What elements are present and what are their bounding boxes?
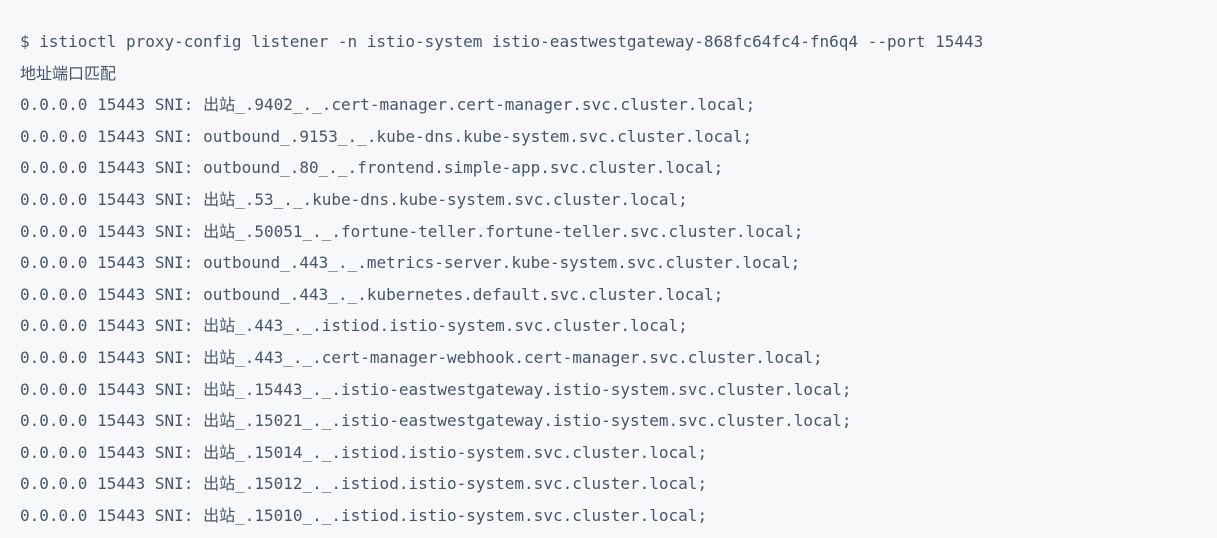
command-text: $ istioctl proxy-config listener -n isti… xyxy=(20,32,984,51)
sni-label: SNI: xyxy=(154,474,194,494)
listener-address: 0.0.0.0 xyxy=(20,347,88,367)
sni-value: outbound_.80_._.frontend.simple-app.svc.… xyxy=(203,158,724,178)
listener-row: 0.0.0.0 15443 SNI: outbound_.9153_._.kub… xyxy=(20,121,1197,153)
listener-address: 0.0.0.0 xyxy=(20,253,88,273)
sni-label: SNI: xyxy=(154,189,194,209)
listener-address: 0.0.0.0 xyxy=(20,158,88,178)
listener-row: 0.0.0.0 15443 SNI: 出站_.50051_._.fortune-… xyxy=(20,216,1197,248)
sni-label: SNI: xyxy=(154,347,194,367)
listener-port: 15443 xyxy=(97,474,146,494)
listener-address: 0.0.0.0 xyxy=(20,442,88,462)
sni-value: 出站_.15010_._.istiod.istio-system.svc.clu… xyxy=(203,505,708,525)
listener-row: 0.0.0.0 15443 SNI: 出站_.15012_._.istiod.i… xyxy=(20,468,1197,500)
listener-port: 15443 xyxy=(97,126,146,146)
listener-port: 15443 xyxy=(97,158,146,178)
listener-row: 0.0.0.0 15443 SNI: 出站_.15021_._.istio-ea… xyxy=(20,405,1197,437)
listener-row: 0.0.0.0 15443 SNI: outbound_.80_._.front… xyxy=(20,152,1197,184)
listener-row: 0.0.0.0 15443 SNI: 出站_.9402_._.cert-mana… xyxy=(20,89,1197,121)
listener-address: 0.0.0.0 xyxy=(20,221,88,241)
sni-value: outbound_.443_._.kubernetes.default.svc.… xyxy=(203,284,724,304)
sni-label: SNI: xyxy=(154,411,194,431)
listener-row: 0.0.0.0 15443 SNI: 出站_.443_._.istiod.ist… xyxy=(20,310,1197,342)
sni-label: SNI: xyxy=(154,158,194,178)
listener-port: 15443 xyxy=(97,316,146,336)
listener-port: 15443 xyxy=(97,442,146,462)
sni-value: outbound_.9153_._.kube-dns.kube-system.s… xyxy=(203,126,753,146)
listener-port: 15443 xyxy=(97,505,146,525)
listener-address: 0.0.0.0 xyxy=(20,474,88,494)
sni-label: SNI: xyxy=(154,221,194,241)
listener-address: 0.0.0.0 xyxy=(20,379,88,399)
listener-port: 15443 xyxy=(97,347,146,367)
sni-label: SNI: xyxy=(154,505,194,525)
listener-port: 15443 xyxy=(97,411,146,431)
listener-port: 15443 xyxy=(97,284,146,304)
sni-value: 出站_.15014_._.istiod.istio-system.svc.clu… xyxy=(203,442,708,462)
listener-port: 15443 xyxy=(97,95,146,115)
sni-label: SNI: xyxy=(154,126,194,146)
sni-value: 出站_.53_._.kube-dns.kube-system.svc.clust… xyxy=(203,189,688,209)
sni-label: SNI: xyxy=(154,442,194,462)
sni-label: SNI: xyxy=(154,253,194,273)
listener-port: 15443 xyxy=(97,189,146,209)
sni-value: 出站_.9402_._.cert-manager.cert-manager.sv… xyxy=(203,95,756,115)
listener-port: 15443 xyxy=(97,253,146,273)
command-line: $ istioctl proxy-config listener -n isti… xyxy=(20,26,1197,58)
column-header-text: 地址端口匹配 xyxy=(20,63,117,83)
sni-label: SNI: xyxy=(154,379,194,399)
sni-value: 出站_.15443_._.istio-eastwestgateway.istio… xyxy=(203,379,852,399)
listener-address: 0.0.0.0 xyxy=(20,189,88,209)
listener-address: 0.0.0.0 xyxy=(20,505,88,525)
listener-row: 0.0.0.0 15443 SNI: 出站_.443_._.cert-manag… xyxy=(20,342,1197,374)
listener-address: 0.0.0.0 xyxy=(20,316,88,336)
listener-address: 0.0.0.0 xyxy=(20,126,88,146)
sni-value: 出站_.443_._.cert-manager-webhook.cert-man… xyxy=(203,347,823,367)
listener-address: 0.0.0.0 xyxy=(20,95,88,115)
sni-value: 出站_.443_._.istiod.istio-system.svc.clust… xyxy=(203,316,688,336)
sni-value: 出站_.15012_._.istiod.istio-system.svc.clu… xyxy=(203,474,708,494)
listener-row: 0.0.0.0 15443 SNI: 出站_.15443_._.istio-ea… xyxy=(20,374,1197,406)
listener-row: 0.0.0.0 15443 SNI: outbound_.443_._.kube… xyxy=(20,279,1197,311)
listener-address: 0.0.0.0 xyxy=(20,411,88,431)
listener-row: 0.0.0.0 15443 SNI: 出站_.15010_._.istiod.i… xyxy=(20,500,1197,532)
listener-port: 15443 xyxy=(97,379,146,399)
sni-value: outbound_.443_._.metrics-server.kube-sys… xyxy=(203,253,801,273)
sni-label: SNI: xyxy=(154,284,194,304)
sni-value: 出站_.50051_._.fortune-teller.fortune-tell… xyxy=(203,221,804,241)
column-header-line: 地址端口匹配 xyxy=(20,58,1197,90)
listener-row: 0.0.0.0 15443 SNI: 出站_.53_._.kube-dns.ku… xyxy=(20,184,1197,216)
listener-row: 0.0.0.0 15443 SNI: outbound_.443_._.metr… xyxy=(20,247,1197,279)
sni-label: SNI: xyxy=(154,316,194,336)
sni-value: 出站_.15021_._.istio-eastwestgateway.istio… xyxy=(203,411,852,431)
sni-label: SNI: xyxy=(154,95,194,115)
listener-address: 0.0.0.0 xyxy=(20,284,88,304)
listener-row: 0.0.0.0 15443 SNI: 出站_.15014_._.istiod.i… xyxy=(20,437,1197,469)
listener-port: 15443 xyxy=(97,221,146,241)
